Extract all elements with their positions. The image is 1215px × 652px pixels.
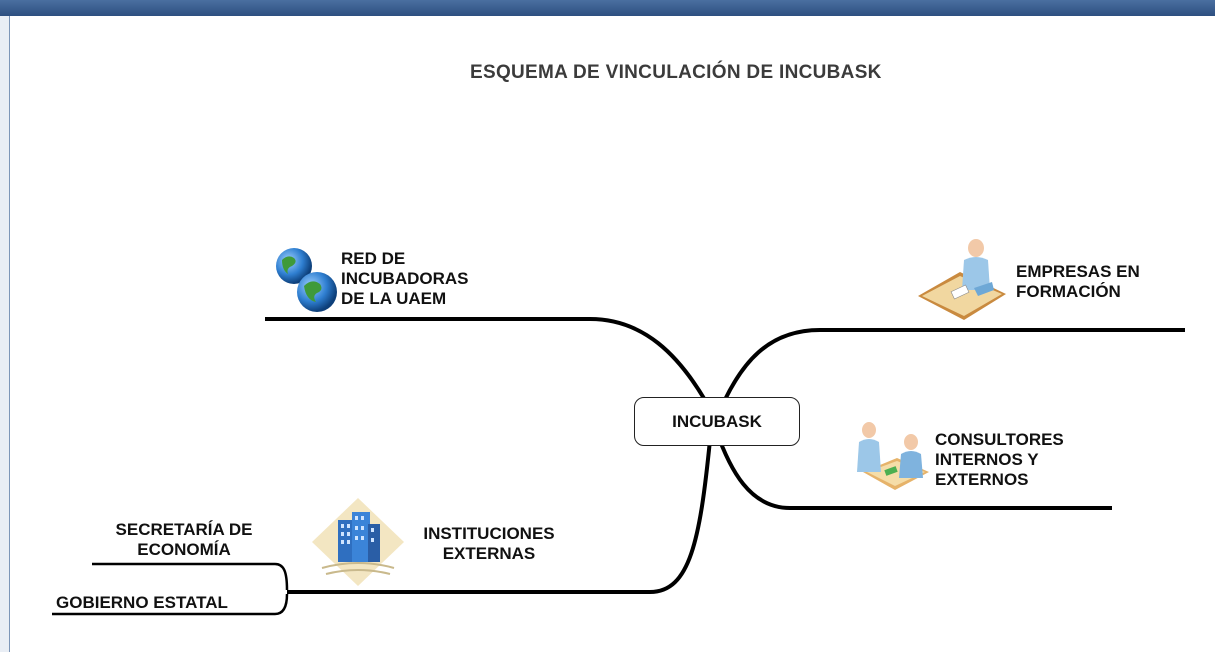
node-consultores-line-3: EXTERNOS [935, 470, 1029, 489]
branch-red-line [265, 317, 718, 421]
person-at-desk-icon [918, 239, 1006, 320]
branch-gobierno-line [52, 593, 289, 616]
diagram-title: ESQUEMA DE VINCULACIÓN DE INCUBASK [470, 62, 882, 83]
node-empresas-line-1: EMPRESAS EN [1016, 262, 1140, 281]
node-secretaria-label: SECRETARÍA DE ECONOMÍA [96, 520, 272, 560]
node-consultores-line-2: INTERNOS Y [935, 450, 1039, 469]
node-instituciones-line-1: INSTITUCIONES [423, 524, 555, 543]
globe-icon [276, 248, 337, 312]
node-instituciones-line-2: EXTERNAS [442, 544, 536, 563]
node-consultores-line-1: CONSULTORES [935, 430, 1064, 449]
node-secretaria-line-1: SECRETARÍA DE [115, 520, 253, 539]
center-node: INCUBASK [634, 397, 800, 446]
building-icon [312, 498, 404, 586]
node-gobierno-label: GOBIERNO ESTATAL [56, 593, 228, 612]
node-secretaria-line-2: ECONOMÍA [137, 540, 231, 559]
node-red-line-1: RED DE [341, 249, 406, 268]
node-empresas-line-2: FORMACIÓN [1016, 282, 1121, 301]
node-instituciones-label: INSTITUCIONES EXTERNAS [406, 524, 572, 564]
node-red-label: RED DE INCUBADORAS DE LA UAEM [341, 249, 469, 309]
node-red-line-3: DE LA UAEM [341, 289, 447, 308]
branch-instituciones-line [287, 439, 712, 594]
branch-secretaria-line [92, 562, 289, 591]
window-top-bar [0, 0, 1215, 16]
window-left-edge [0, 16, 10, 652]
meeting-people-icon [857, 422, 929, 490]
node-consultores-label: CONSULTORES INTERNOS Y EXTERNOS [935, 430, 1064, 490]
node-red-line-2: INCUBADORAS [341, 269, 469, 288]
node-empresas-label: EMPRESAS EN FORMACIÓN [1016, 262, 1140, 302]
